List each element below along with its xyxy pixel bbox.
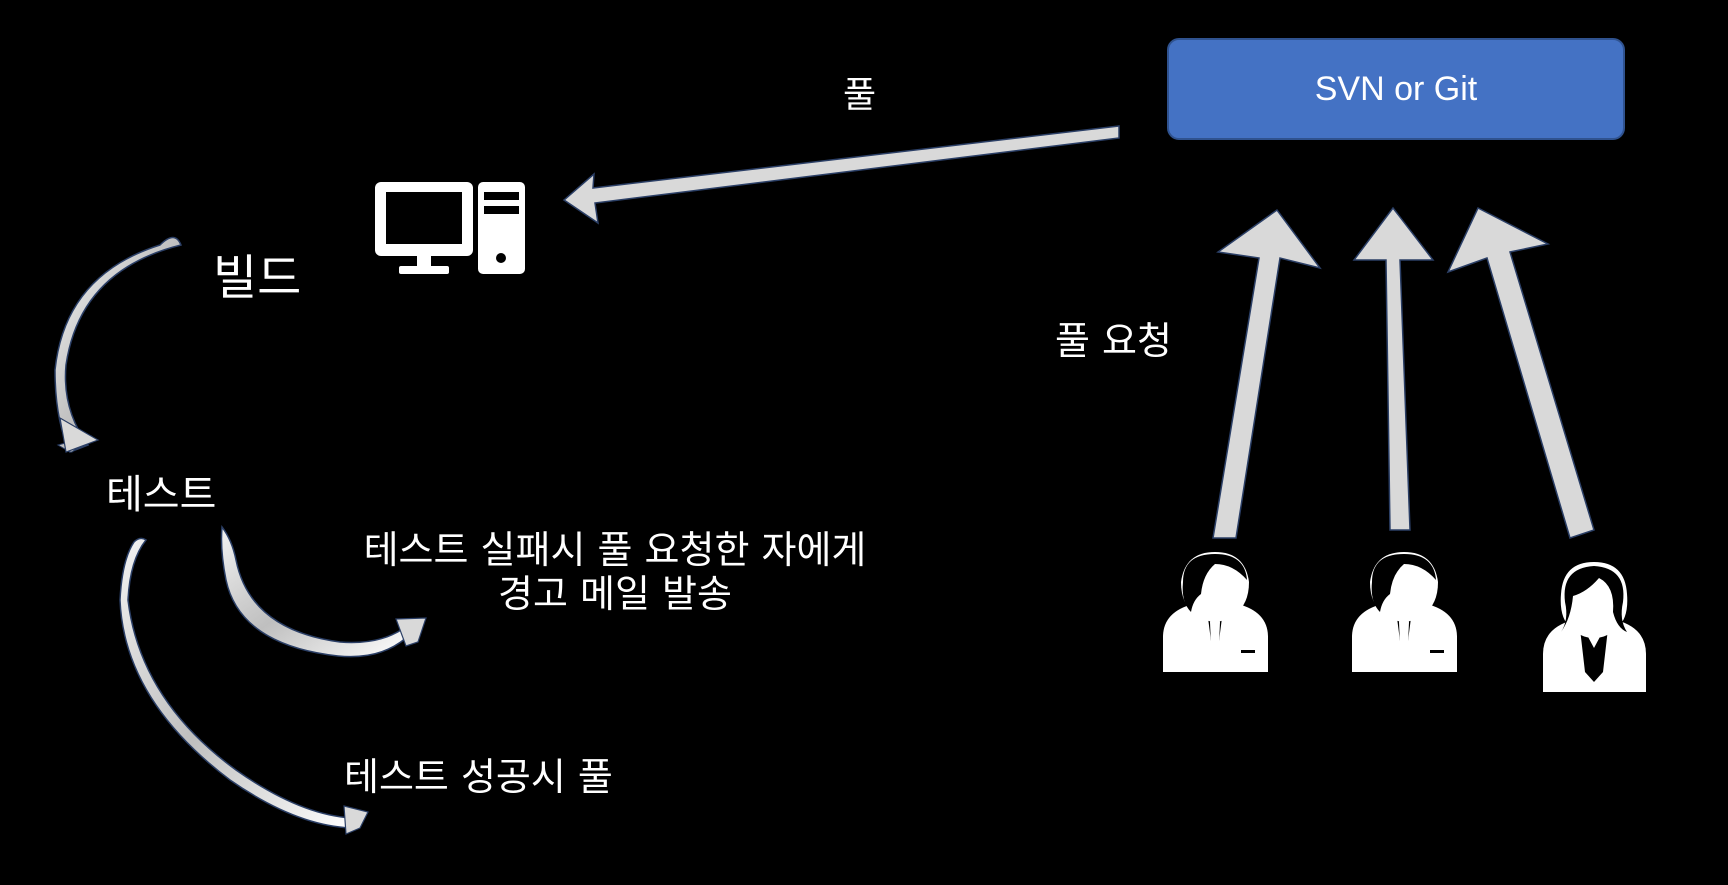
test-to-success-arrow <box>119 537 369 835</box>
businessman-icon <box>1352 552 1457 672</box>
test-to-fail-arrow <box>220 525 427 658</box>
pull-arrow <box>562 125 1120 225</box>
pull-request-arrow-1 <box>1212 208 1322 539</box>
build-to-test-arrow <box>54 236 183 453</box>
test-fail-line-2: 경고 메일 발송 <box>498 572 732 616</box>
pull-label: 풀 <box>843 75 877 116</box>
test-label: 테스트 <box>106 472 217 518</box>
test-fail-label: 테스트 실패시 풀 요청한 자에게 경고 메일 발송 <box>345 528 885 616</box>
test-success-label: 테스트 성공시 풀 <box>344 755 613 799</box>
test-fail-line-1: 테스트 실패시 풀 요청한 자에게 <box>363 528 867 572</box>
businessman-icon <box>1163 552 1268 672</box>
pull-request-arrow-3 <box>1446 206 1595 539</box>
pull-request-arrow-2 <box>1352 206 1435 531</box>
repository-label: SVN or Git <box>1314 69 1478 108</box>
pull-request-label: 풀 요청 <box>1055 319 1172 363</box>
desktop-computer-icon <box>375 182 525 274</box>
businesswoman-icon <box>1543 562 1646 692</box>
repository-box: SVN or Git <box>1167 38 1625 140</box>
build-label: 빌드 <box>213 250 302 306</box>
